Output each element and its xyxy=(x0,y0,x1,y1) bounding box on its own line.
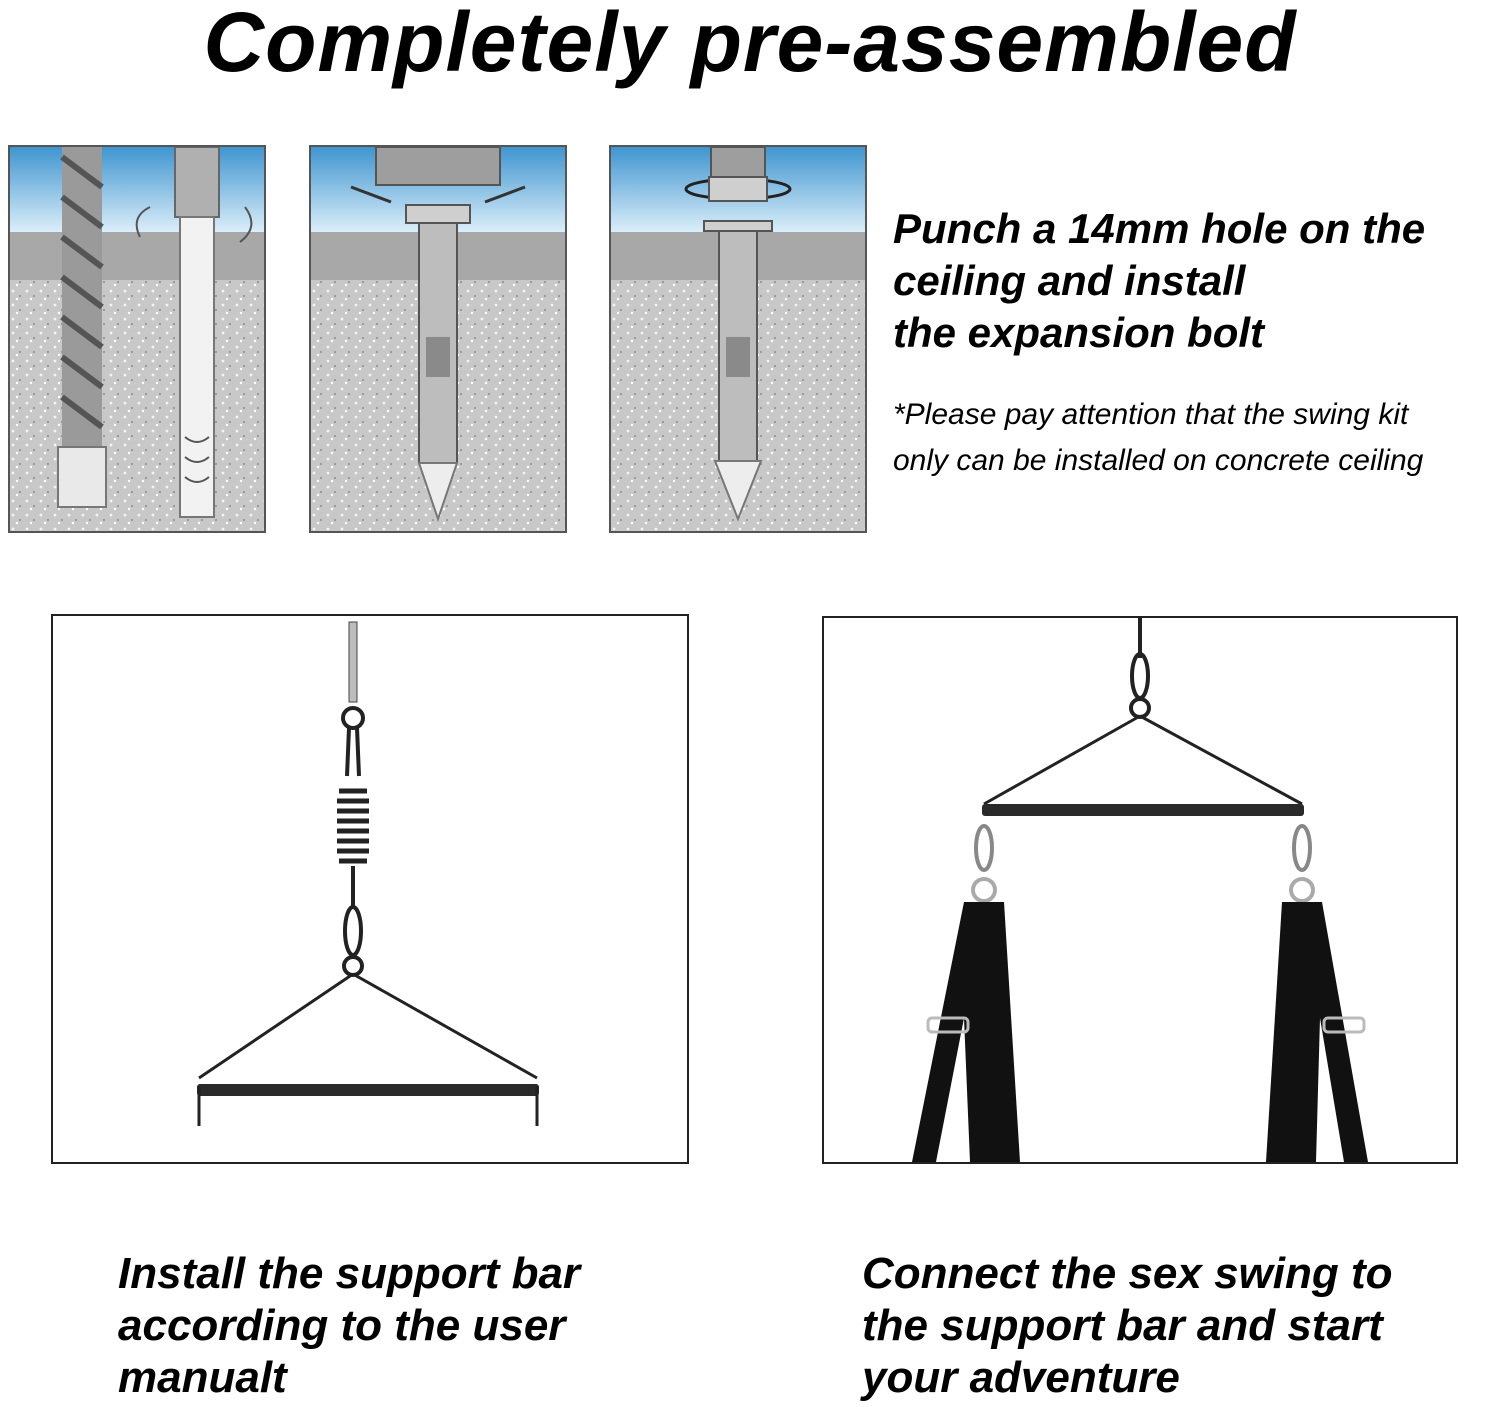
swing-illustration xyxy=(822,616,1458,1164)
tighten-bolt-illustration xyxy=(609,145,867,533)
page-title: Completely pre-assembled xyxy=(203,0,1297,89)
concrete-warning-note: *Please pay attention that the swing kit… xyxy=(893,398,1424,477)
support-bar-illustration xyxy=(51,614,689,1164)
insert-bolt-illustration xyxy=(309,145,567,533)
step1-instruction: Punch a 14mm hole on the ceiling and ins… xyxy=(893,205,1426,356)
step3-caption: Connect the sex swing to the support bar… xyxy=(862,1249,1393,1402)
step2-caption: Install the support bar according to the… xyxy=(118,1249,581,1402)
drill-hole-illustration xyxy=(8,145,266,533)
